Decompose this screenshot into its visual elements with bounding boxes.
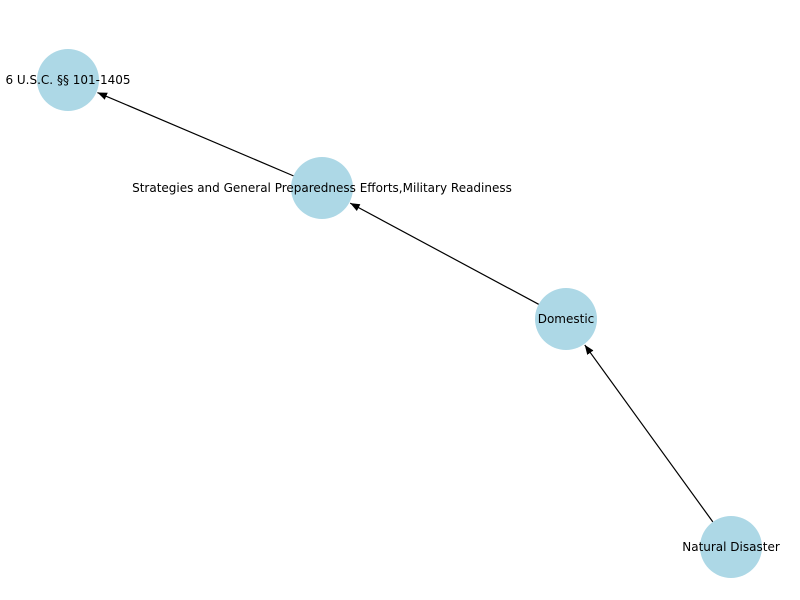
node-label: 6 U.S.C. §§ 101-1405: [5, 73, 130, 87]
node-strategies: Strategies and General Preparedness Effo…: [132, 157, 512, 219]
node-label: Strategies and General Preparedness Effo…: [132, 181, 512, 195]
node-label: Domestic: [538, 312, 595, 326]
edge-natural-to-domestic: [584, 344, 714, 523]
nodes-layer: 6 U.S.C. §§ 101-1405 Strategies and Gene…: [5, 49, 780, 578]
node-natural: Natural Disaster: [682, 516, 780, 578]
node-circle: [37, 49, 99, 111]
node-domestic: Domestic: [535, 288, 597, 350]
edges-layer: [97, 91, 714, 523]
node-circle: [535, 288, 597, 350]
edge-strategies-to-statute: [97, 91, 294, 177]
node-label: Natural Disaster: [682, 540, 780, 554]
node-circle: [291, 157, 353, 219]
node-statute: 6 U.S.C. §§ 101-1405: [5, 49, 131, 111]
node-circle: [700, 516, 762, 578]
edge-domestic-to-strategies: [349, 202, 539, 305]
